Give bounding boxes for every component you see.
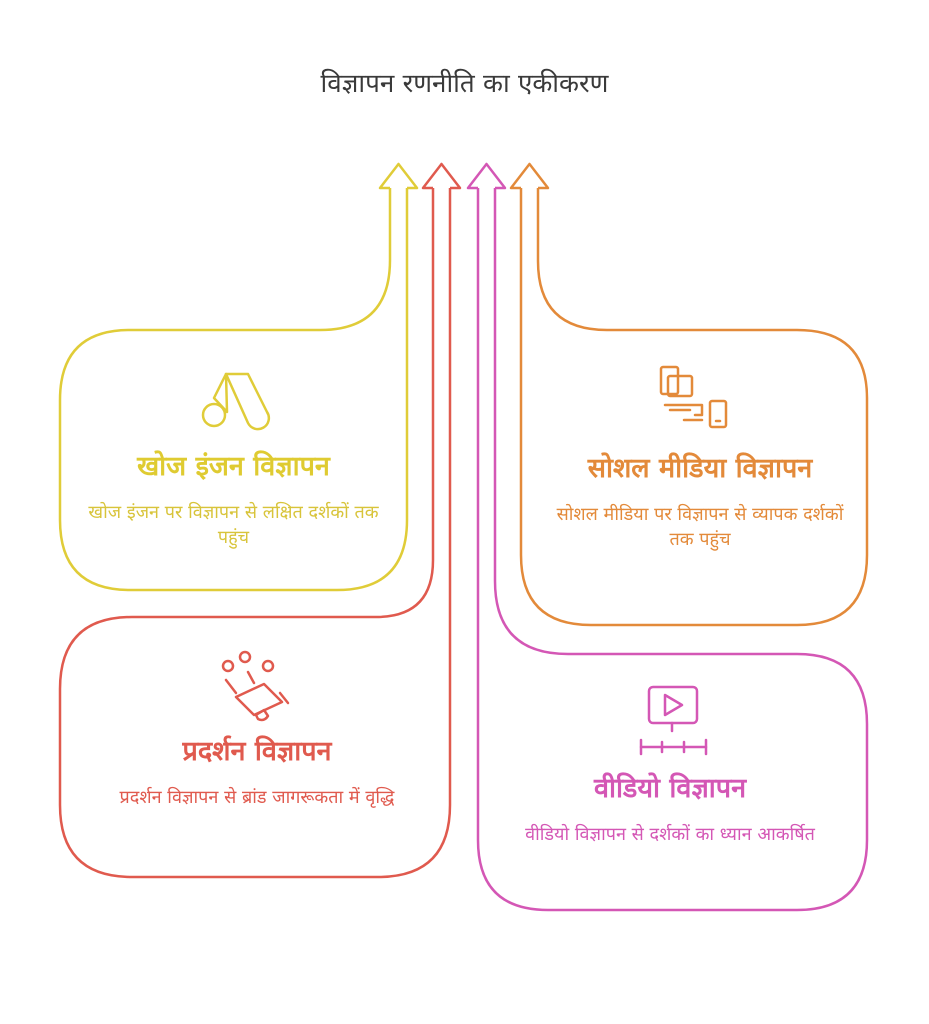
google-ads-icon	[201, 372, 271, 431]
social-arrowhead	[509, 162, 550, 190]
megaphone-icon	[221, 650, 290, 722]
page-title: विज्ञापन रणनीति का एकीकरण	[320, 69, 609, 99]
video-play-icon	[639, 685, 708, 756]
search-arrowhead	[378, 162, 419, 190]
social-card-description: सोशल मीडिया पर विज्ञापन से व्यापक दर्शको…	[556, 504, 844, 550]
search-card-description: खोज इंजन पर विज्ञापन से लक्षित दर्शकों त…	[88, 502, 379, 548]
search-card-outline	[58, 188, 409, 592]
social-card-text: सोशल मीडिया विज्ञापन सोशल मीडिया पर विज्…	[557, 452, 844, 552]
video-card-title: वीडियो विज्ञापन	[593, 773, 747, 804]
search-card-title: खोज इंजन विज्ञापन	[137, 451, 330, 482]
video-card-description: वीडियो विज्ञापन से दर्शकों का ध्यान आकर्…	[525, 824, 815, 845]
social-card-outline	[519, 188, 869, 627]
display-card-title: प्रदर्शन विज्ञापन	[182, 736, 332, 767]
display-card-text: प्रदर्शन विज्ञापन प्रदर्शन विज्ञापन से ब…	[82, 735, 432, 810]
devices-icon	[659, 365, 728, 429]
display-card-outline	[58, 188, 452, 879]
display-card-description: प्रदर्शन विज्ञापन से ब्रांड जागरूकता में…	[119, 787, 395, 808]
video-card-text: वीडियो विज्ञापन वीडियो विज्ञापन से दर्शक…	[520, 772, 820, 847]
display-arrowhead	[421, 162, 462, 190]
video-card-outline	[476, 188, 869, 912]
search-card-text: खोज इंजन विज्ञापन खोज इंजन पर विज्ञापन स…	[70, 450, 397, 550]
social-card-title: सोशल मीडिया विज्ञापन	[587, 453, 813, 484]
video-arrowhead	[466, 162, 507, 190]
